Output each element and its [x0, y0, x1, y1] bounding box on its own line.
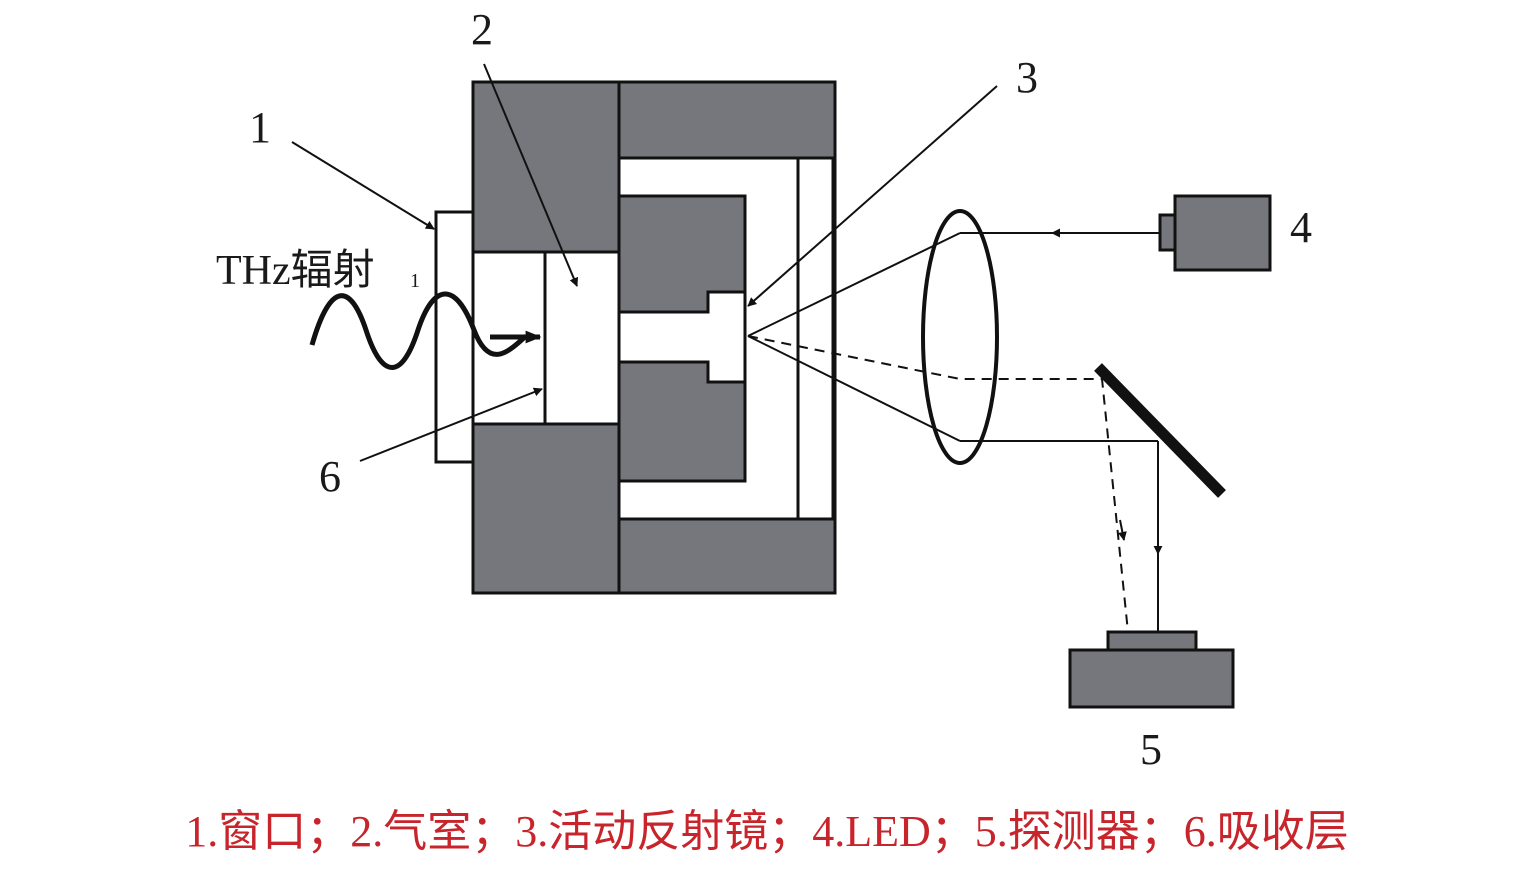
fold-mirror [1094, 363, 1226, 498]
led-body [1173, 194, 1272, 272]
label-4: 4 [1290, 203, 1312, 252]
housing-left-bottom [471, 422, 621, 595]
detector [1068, 630, 1235, 709]
label-1: 1 [249, 103, 271, 152]
leader-1 [291, 141, 435, 230]
movable-mirror [617, 290, 747, 384]
led-emitter [1158, 213, 1177, 252]
leader-6 [359, 387, 543, 462]
deflected-ray-arrow [1117, 519, 1127, 541]
caption: 1.窗口；2.气室；3.活动反射镜；4.LED；5.探测器；6.吸收层 [185, 807, 1349, 856]
leader-2 [483, 63, 579, 287]
label-5: 5 [1140, 725, 1162, 774]
label-6: 6 [319, 452, 341, 501]
optical-rays [747, 228, 1163, 633]
label-3: 3 [1016, 53, 1038, 102]
housing-right-top [617, 80, 837, 160]
label-2: 2 [471, 5, 493, 54]
thz-label: THz辐射 [216, 248, 375, 294]
detector-sensor [1106, 630, 1198, 652]
ray-lens-to-mirror-upper [747, 232, 961, 337]
led [1158, 194, 1272, 272]
ray-mirror-to-lens-lower [747, 335, 961, 442]
thz-wave [309, 291, 528, 370]
thz-mark: 1 [410, 270, 420, 292]
housing-right-bottom [617, 517, 837, 595]
deflected-ray-dashed [747, 335, 1129, 633]
lens [921, 209, 999, 465]
detector-body [1068, 648, 1235, 709]
exit-window [796, 156, 835, 521]
housing-left-top [471, 80, 621, 254]
housing [471, 80, 837, 595]
window [434, 210, 475, 464]
leader-3 [747, 85, 998, 307]
